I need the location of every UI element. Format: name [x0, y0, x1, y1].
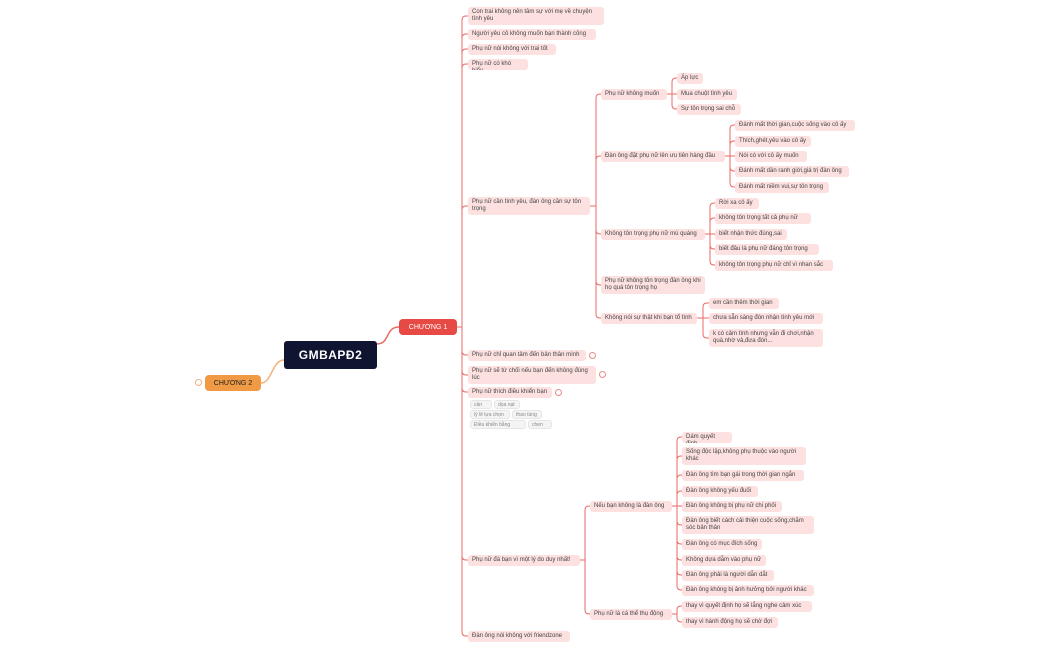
- node-c1-9a3[interactable]: Đàn ông tìm bạn gái trong thời gian ngắn: [682, 470, 804, 481]
- node-c1-3[interactable]: Phụ nữ nói không với trai tốt: [468, 44, 556, 55]
- node-c1-9a4[interactable]: Đàn ông không yếu đuối: [682, 486, 758, 497]
- collapse-toggle-icon[interactable]: [589, 352, 596, 359]
- node-c1-5e3[interactable]: k có cảm tình nhưng vẫn đi chơi,nhận quà…: [709, 329, 823, 347]
- node-c1-5b4[interactable]: Đánh mất dần ranh giới,giá trị đàn ông: [735, 166, 849, 177]
- node-c1-5a[interactable]: Phụ nữ không muốn: [601, 89, 667, 100]
- node-c1-5c5[interactable]: không tôn trọng phụ nữ chỉ vì nhan sắc: [715, 260, 833, 271]
- node-c1-5a1[interactable]: Áp lực: [677, 73, 703, 84]
- node-c1-5[interactable]: Phụ nữ cần tình yêu, đàn ông cần sự tôn …: [468, 197, 590, 215]
- node-c1-9b[interactable]: Phụ nữ là cá thể thụ động: [590, 609, 672, 620]
- node-c1-9a8[interactable]: Không dựa dẫm vào phụ nữ: [682, 555, 766, 566]
- node-c1-5e1[interactable]: em cần thêm thời gian: [709, 298, 779, 309]
- node-c1-9a2[interactable]: Sống độc lập,không phụ thuộc vào người k…: [682, 447, 806, 465]
- summary-tag: cần trở: [470, 400, 492, 409]
- chapter-2-node[interactable]: CHƯƠNG 2: [205, 375, 261, 391]
- summary-tag: lý lẽ lựa chọn: [470, 410, 510, 419]
- node-c1-7[interactable]: Phụ nữ sẽ từ chối nếu bạn đến không đúng…: [468, 366, 596, 384]
- summary-tag: chen ...: [528, 420, 552, 429]
- node-c1-1[interactable]: Con trai không nên tâm sự với mẹ về chuy…: [468, 7, 604, 25]
- collapse-toggle-icon[interactable]: [599, 371, 606, 378]
- node-c1-10[interactable]: Đàn ông nói không với friendzone: [468, 631, 570, 642]
- summary-tag: Điều khiển bằng cách: [470, 420, 526, 429]
- node-c1-4[interactable]: Phụ nữ có khó hiểu: [468, 59, 528, 70]
- node-c1-5c2[interactable]: không tôn trọng tất cả phụ nữ: [715, 213, 811, 224]
- node-c1-5b2[interactable]: Thích,ghét,yêu vào cô ấy: [735, 136, 811, 147]
- node-c1-5c1[interactable]: Rời xa cô ấy: [715, 198, 759, 209]
- node-c1-5a2[interactable]: Mua chuột tình yêu: [677, 89, 737, 100]
- node-c1-5b[interactable]: Đàn ông đặt phụ nữ lên ưu tiên hàng đầu: [601, 151, 725, 162]
- node-c1-9a9[interactable]: Đàn ông phải là người dẫn dắt: [682, 570, 774, 581]
- node-c1-9b1[interactable]: thay vì quyết định họ sẽ lắng nghe cảm x…: [682, 601, 812, 612]
- summary-tag: thao túng: [512, 410, 542, 419]
- summary-tag: dọa nạt: [494, 400, 520, 409]
- connector-line: [376, 326, 400, 345]
- node-c1-9a5[interactable]: Đàn ông không bị phụ nữ chi phối: [682, 501, 782, 512]
- collapse-toggle-icon[interactable]: [555, 389, 562, 396]
- node-c1-5e2[interactable]: chưa sẵn sàng đón nhận tình yêu mới: [709, 313, 823, 324]
- node-c1-5e[interactable]: Không nói sự thật khi bạn tổ tình: [601, 313, 697, 324]
- node-c1-5b1[interactable]: Đánh mất thời gian,cuộc sống vào cô ấy: [735, 120, 855, 131]
- root-node[interactable]: GMBAPĐ2: [284, 341, 377, 369]
- node-c1-2[interactable]: Người yêu cô không muốn bạn thành công: [468, 29, 596, 40]
- node-c1-9a[interactable]: Nếu bạn không là đàn ông: [590, 501, 672, 512]
- node-c1-5c3[interactable]: biết nhận thức đúng,sai: [715, 229, 787, 240]
- node-c1-9b2[interactable]: thay vì hành động họ sẽ chờ đợi: [682, 617, 778, 628]
- node-c1-9[interactable]: Phụ nữ đá bạn vì một lý do duy nhất!: [468, 555, 580, 566]
- node-c1-9a7[interactable]: Đàn ông có mục đích sống: [682, 539, 762, 550]
- node-c1-5a3[interactable]: Sự tôn trọng sai chỗ: [677, 104, 741, 115]
- node-c1-9a1[interactable]: Dám quyết định: [682, 432, 732, 443]
- node-c1-8[interactable]: Phụ nữ thích điều khiển bạn: [468, 387, 552, 398]
- node-c1-5d[interactable]: Phụ nữ không tôn trọng đàn ông khi họ qu…: [601, 276, 705, 294]
- collapse-toggle-icon[interactable]: [195, 379, 202, 386]
- node-c1-9a6[interactable]: Đàn ông biết cách cải thiện cuộc sống,ch…: [682, 516, 814, 534]
- chapter-1-node[interactable]: CHƯƠNG 1: [399, 319, 457, 335]
- connector-line: [260, 359, 285, 384]
- node-c1-6[interactable]: Phụ nữ chỉ quan tâm đến bản thân mình: [468, 350, 586, 361]
- node-c1-5c4[interactable]: biết đâu là phụ nữ đáng tôn trọng: [715, 244, 819, 255]
- node-c1-5c[interactable]: Không tôn trọng phụ nữ mù quáng: [601, 229, 705, 240]
- node-c1-9a10[interactable]: Đàn ông không bị ảnh hưởng bởi người khá…: [682, 585, 814, 596]
- node-c1-5b3[interactable]: Nói có với cô ấy muốn: [735, 151, 807, 162]
- node-c1-5b5[interactable]: Đánh mất niềm vui,sự tôn trọng: [735, 182, 829, 193]
